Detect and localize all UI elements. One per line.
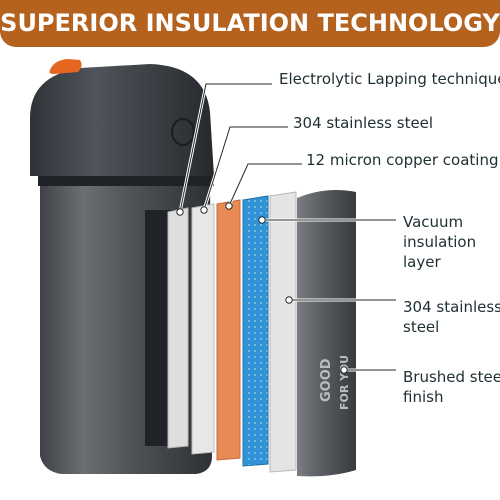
orange-lid-tab-icon (49, 59, 82, 74)
layer-brushed-steel-sheet (297, 190, 356, 477)
thermos-band (38, 176, 214, 186)
header-banner: SUPERIOR INSULATION TECHNOLOGY (0, 0, 500, 47)
print-line-2: FOR YOU (338, 355, 351, 410)
layer-copper-sheet (216, 199, 241, 461)
label-copper-coating: 12 micron copper coating (306, 151, 499, 169)
layer-electrolytic-sheet (167, 207, 189, 449)
header-title: SUPERIOR INSULATION TECHNOLOGY (0, 9, 500, 37)
label-304-outer-1: 304 stainless (403, 298, 500, 316)
label-vacuum-3: layer (403, 253, 441, 271)
label-vacuum-2: insulation (403, 233, 477, 251)
label-electrolytic-lapping: Electrolytic Lapping techniques (279, 70, 500, 88)
layer-304-outer-sheet (269, 191, 297, 473)
label-vacuum-1: Vacuum (403, 213, 464, 231)
print-line-1: GOOD (319, 358, 334, 402)
layer-vacuum-sheet (242, 195, 269, 467)
thermos-lid (30, 64, 214, 176)
label-brushed-1: Brushed steel (403, 368, 500, 386)
lid-button-icon (171, 118, 195, 146)
layer-304-inner-sheet (191, 203, 215, 455)
label-brushed-2: finish (403, 388, 444, 406)
label-304-stainless-inner: 304 stainless steel (293, 114, 434, 132)
label-304-outer-2: steel (403, 318, 440, 336)
